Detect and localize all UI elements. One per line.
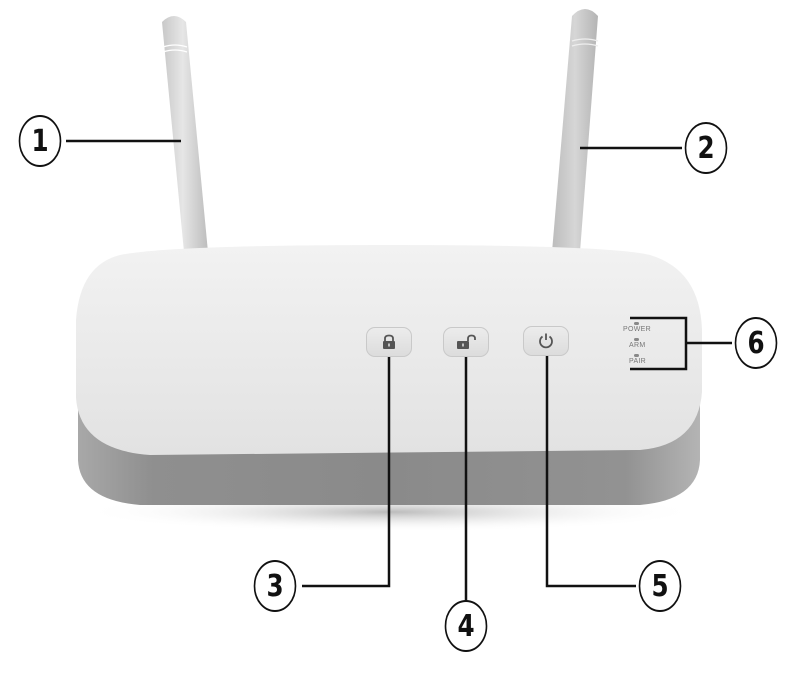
callout-6: 6 [734,317,778,369]
callout-3: 3 [253,560,297,612]
arm-led [634,338,639,341]
pair-led [634,354,639,357]
lock-open-icon [457,334,476,349]
arm-lock-button[interactable] [366,327,412,357]
led-label-pair: PAIR [629,358,647,365]
power-icon [539,333,553,349]
lock-closed-icon [383,334,395,349]
power-button[interactable] [523,326,569,356]
led-label-power: POWER [623,326,651,333]
callout-2: 2 [684,122,728,174]
callout-5: 5 [638,560,682,612]
callout-1: 1 [18,115,62,167]
right-antenna [552,9,599,252]
power-led [634,322,639,325]
disarm-unlock-button[interactable] [443,327,489,357]
callout-lines [66,139,732,608]
callout-4: 4 [444,600,488,652]
left-antenna [162,16,208,252]
led-label-arm: ARM [629,342,646,349]
